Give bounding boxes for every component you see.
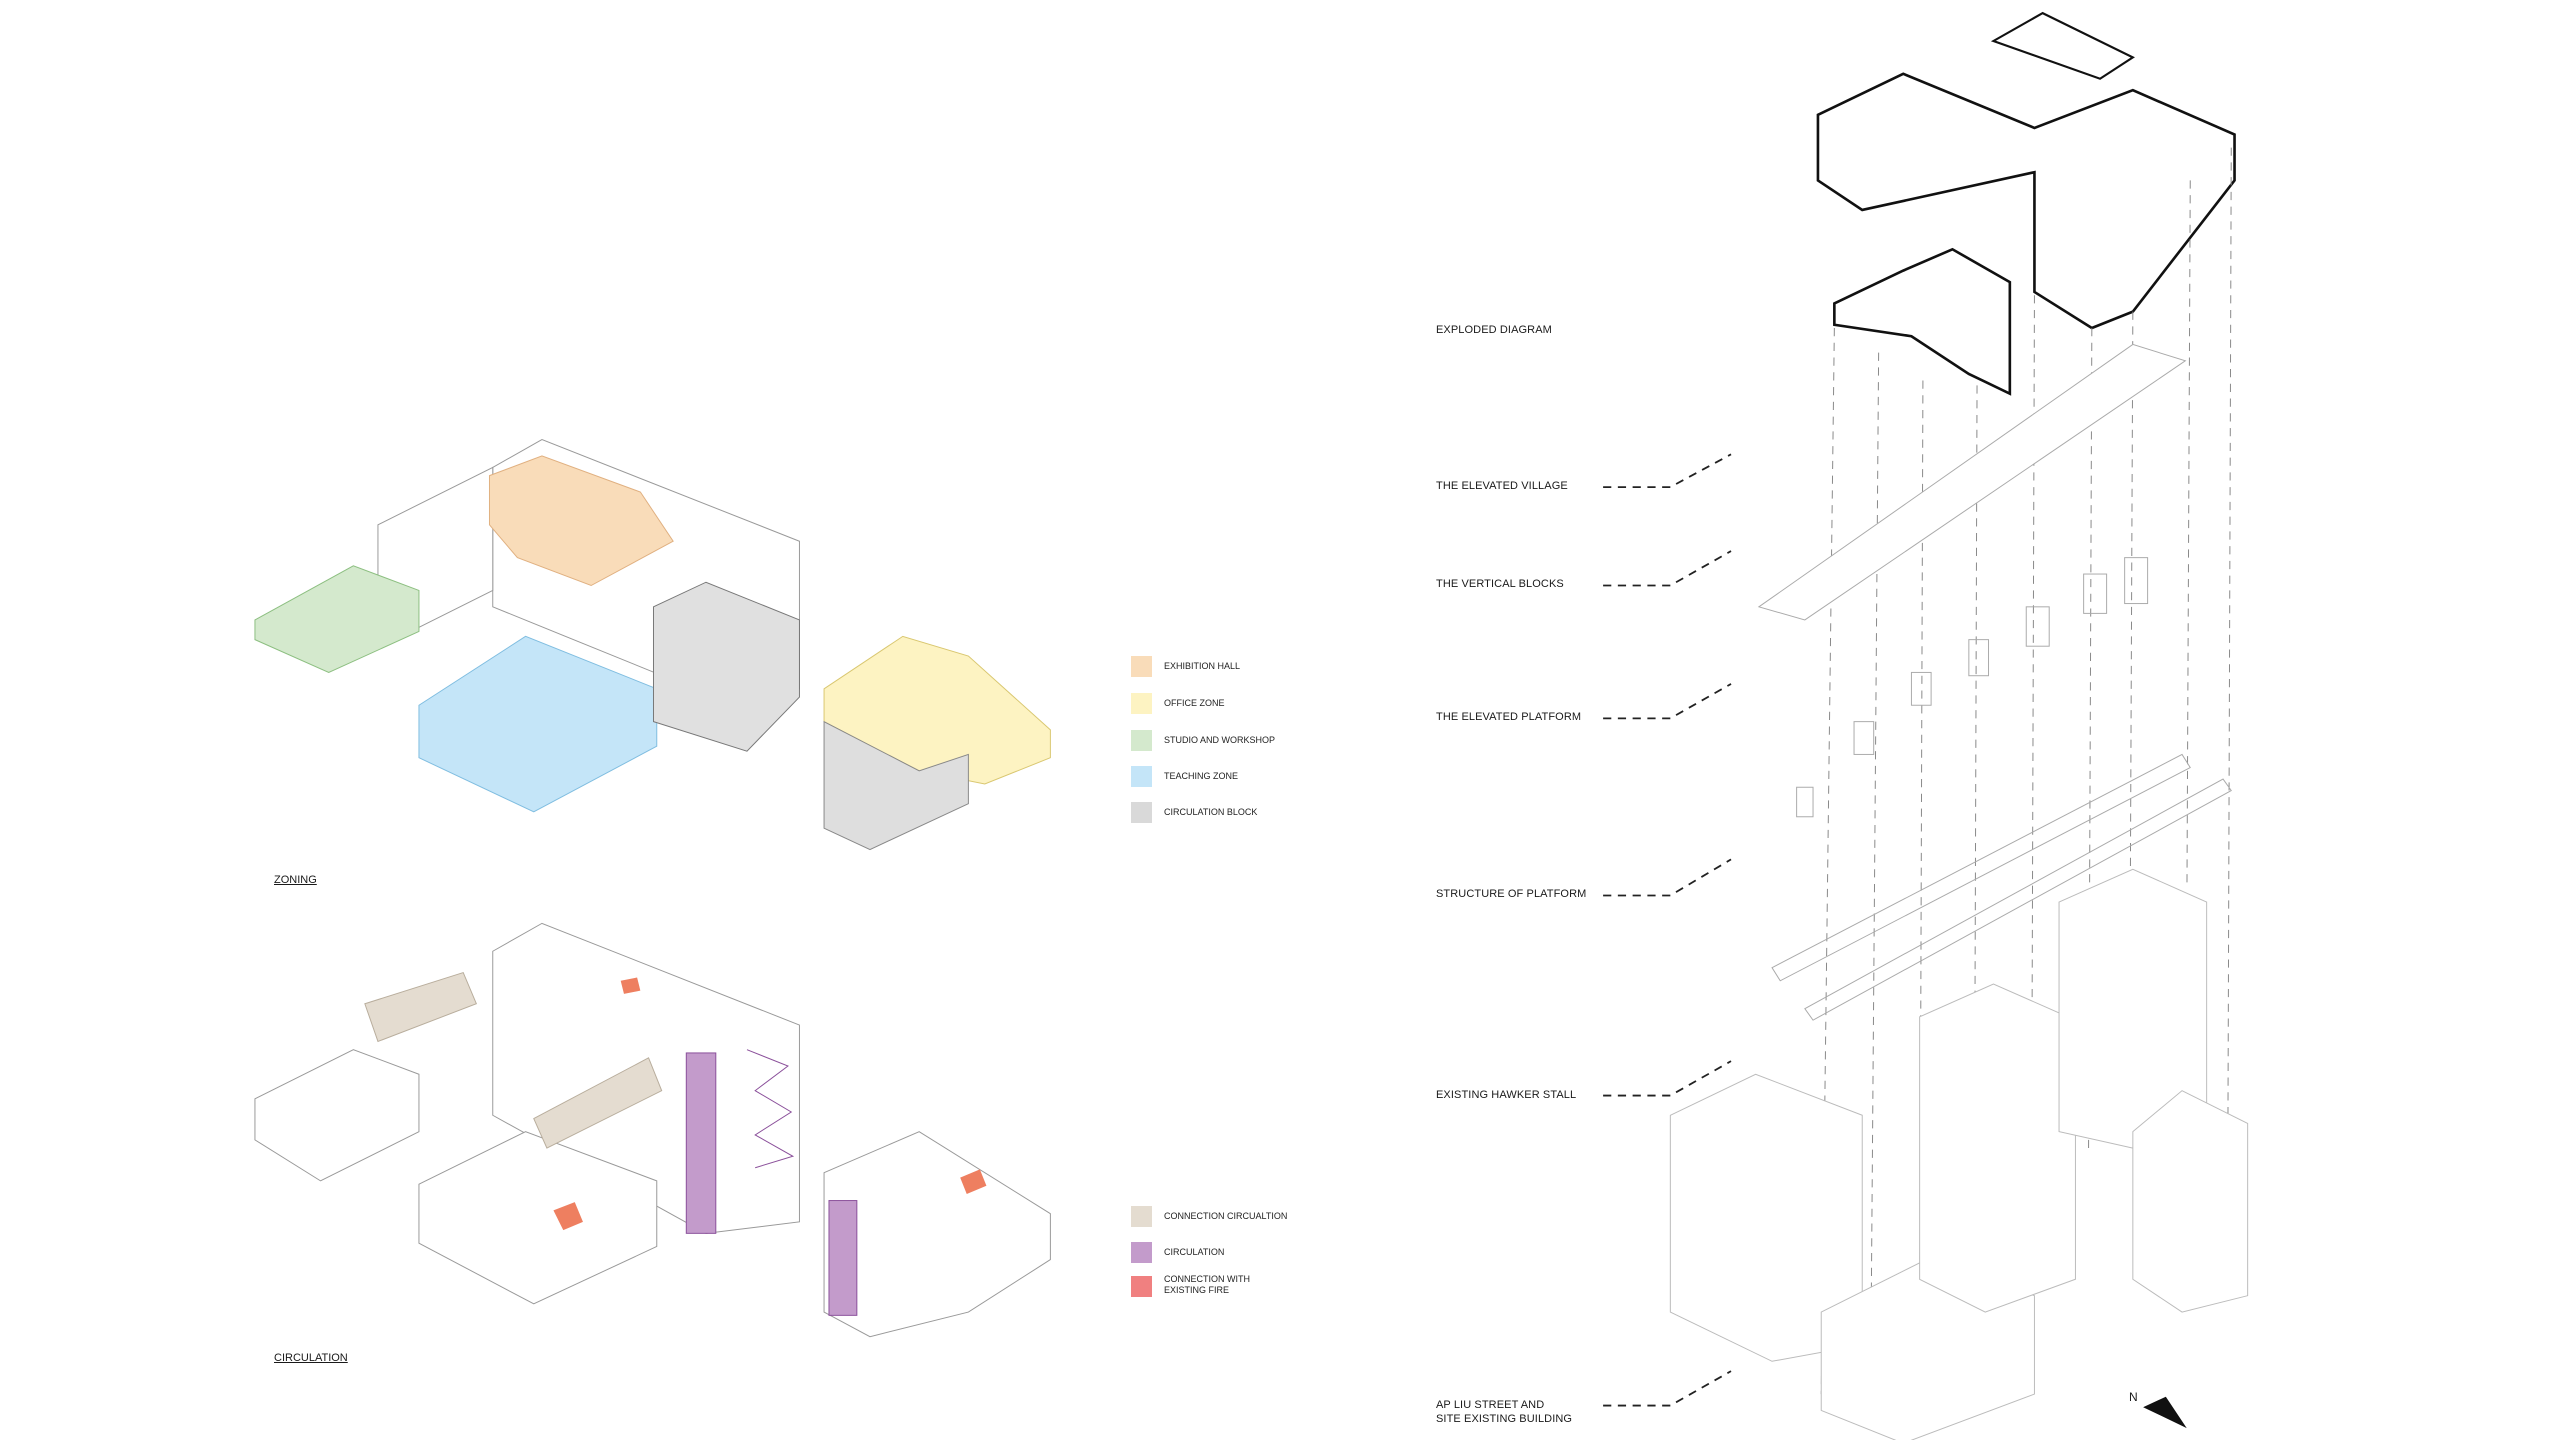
legend-label: CONNECTION CIRCUALTION [1164,1211,1288,1221]
legend-swatch-circulation [1131,1242,1152,1263]
north-label: N [2129,1390,2138,1404]
zoning-title: ZONING [274,874,317,886]
leader-lines [1603,453,1732,1407]
legend-label: CONNECTION WITH [1164,1274,1250,1284]
legend-label: CIRCULATION [1164,1247,1225,1257]
layer-label: THE ELEVATED VILLAGE [1436,480,1568,492]
connection-bar [364,971,478,1043]
circulation-tower [652,581,800,752]
exploded-axonometric [1669,11,2249,1440]
circulation-title: CIRCULATION [274,1352,348,1364]
layer-label: THE ELEVATED PLATFORM [1436,711,1582,723]
layer-label: SITE EXISTING BUILDING [1436,1413,1573,1425]
north-arrow [2143,1396,2187,1429]
legend-label: STUDIO AND WORKSHOP [1164,735,1276,745]
legend-swatch-exhibition [1131,656,1152,677]
exhibition-block [488,455,674,587]
studio-block [254,565,420,673]
layer-label: THE VERTICAL BLOCKS [1436,578,1564,590]
legend-swatch-studio [1131,730,1152,751]
layer-label: EXISTING HAWKER STALL [1436,1089,1577,1101]
legend-swatch-fire [1131,1276,1152,1297]
legend-swatch-circulation-block [1131,802,1152,823]
legend-label: OFFICE ZONE [1164,698,1225,708]
layer-label: STRUCTURE OF PLATFORM [1436,888,1587,900]
fire-connection [960,1169,987,1194]
fire-connection [620,977,641,994]
exploded-title: EXPLODED DIAGRAM [1436,324,1552,336]
circulation-core [828,1200,858,1316]
layer-label: AP LIU STREET AND [1436,1399,1545,1411]
circulation-axonometric [254,922,1051,1338]
circulation-core [685,1052,717,1234]
teaching-block [418,635,658,813]
zoning-axonometric [254,439,1051,851]
circulation-lower [823,720,969,851]
legend-swatch-connection-circulation [1131,1206,1152,1227]
legend-label: EXHIBITION HALL [1164,661,1241,671]
fire-connection [553,1202,583,1231]
connection-bar [533,1057,663,1149]
legend-swatch-office [1131,693,1152,714]
legend-label: TEACHING ZONE [1164,771,1239,781]
legend-label: EXISTING FIRE [1164,1285,1230,1295]
legend-label: CIRCULATION BLOCK [1164,807,1258,817]
legend-swatch-teaching [1131,766,1152,787]
